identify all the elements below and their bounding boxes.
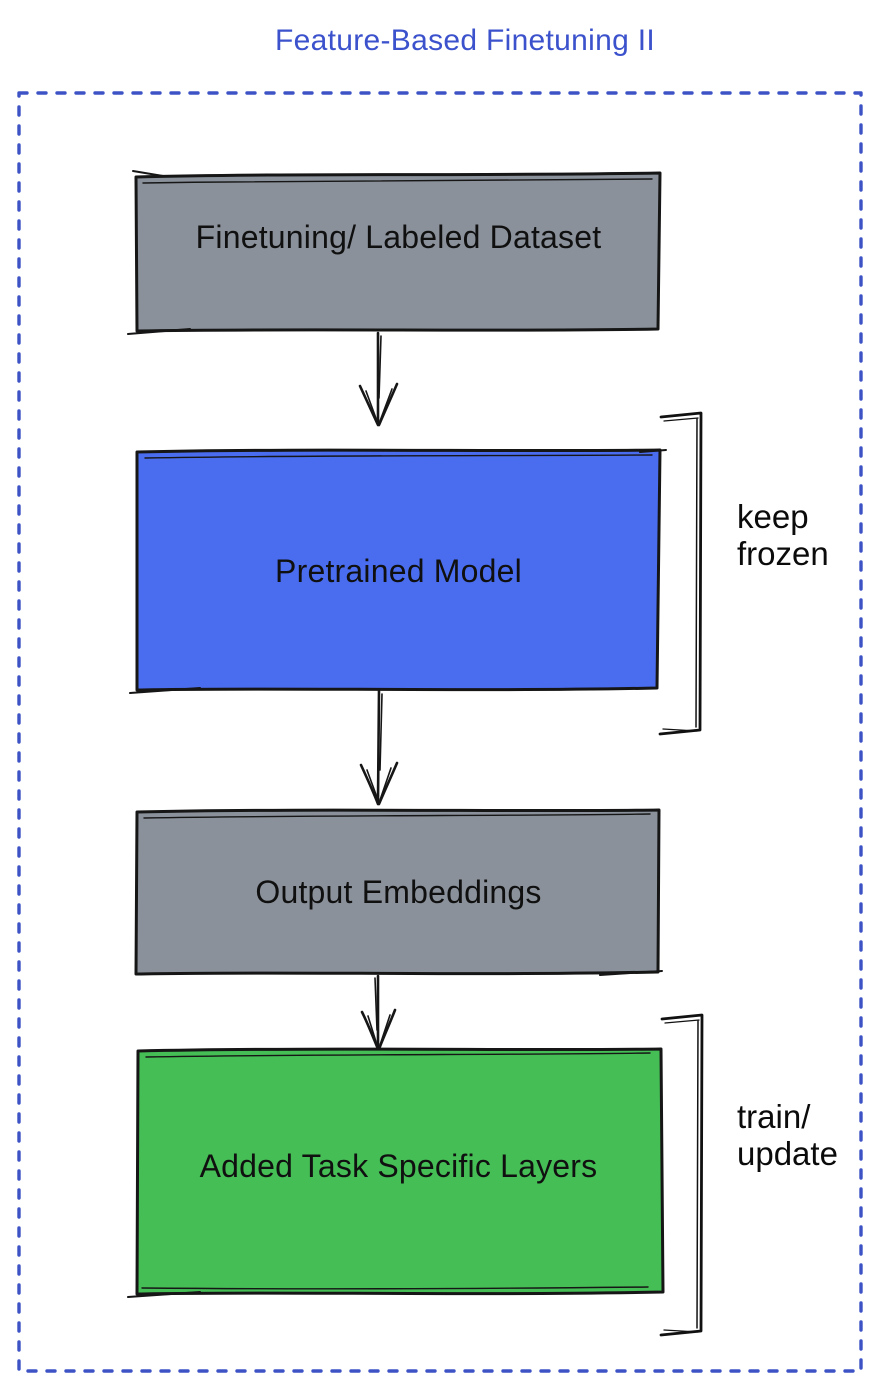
box-label-finetuning-dataset: Finetuning/ Labeled Dataset	[195, 219, 602, 255]
box-pretrained-model	[129, 448, 667, 694]
sketch-line	[143, 813, 651, 819]
bracket-keep-frozen	[658, 411, 703, 736]
box-label-pretrained-model: Pretrained Model	[275, 552, 522, 589]
box-label-output-embeddings: Output Embeddings	[255, 874, 542, 910]
sketch-line	[129, 687, 201, 694]
box-label-added-task-layers: Added Task Specific Layers	[199, 1148, 598, 1184]
bracket-train-update	[659, 1013, 704, 1337]
sketch-line	[132, 170, 164, 177]
sketch-line	[141, 1286, 649, 1290]
annotation-keep-frozen: keep frozen	[737, 498, 829, 572]
sketch-line	[145, 1052, 651, 1058]
dashed-frame	[17, 91, 863, 1373]
sketch-line	[127, 1291, 201, 1298]
arrow-down-icon	[358, 331, 399, 427]
sketch-line	[599, 970, 663, 976]
arrow-down-icon	[359, 689, 399, 806]
sketch-line	[144, 454, 653, 459]
sketch-line	[142, 178, 653, 184]
box-added-task-layers-shape	[135, 1047, 665, 1296]
box-finetuning-dataset	[127, 170, 662, 335]
sketch-line	[127, 328, 191, 335]
annotation-train-update: train/ update	[737, 1098, 838, 1172]
box-pretrained-model-shape	[135, 448, 662, 692]
sketch-line	[639, 449, 667, 453]
arrow-down-icon	[360, 974, 397, 1051]
box-finetuning-dataset-shape	[134, 171, 662, 333]
page-title: Feature-Based Finetuning II	[275, 24, 655, 57]
box-output-embeddings	[134, 808, 663, 976]
box-added-task-layers	[127, 1047, 665, 1298]
